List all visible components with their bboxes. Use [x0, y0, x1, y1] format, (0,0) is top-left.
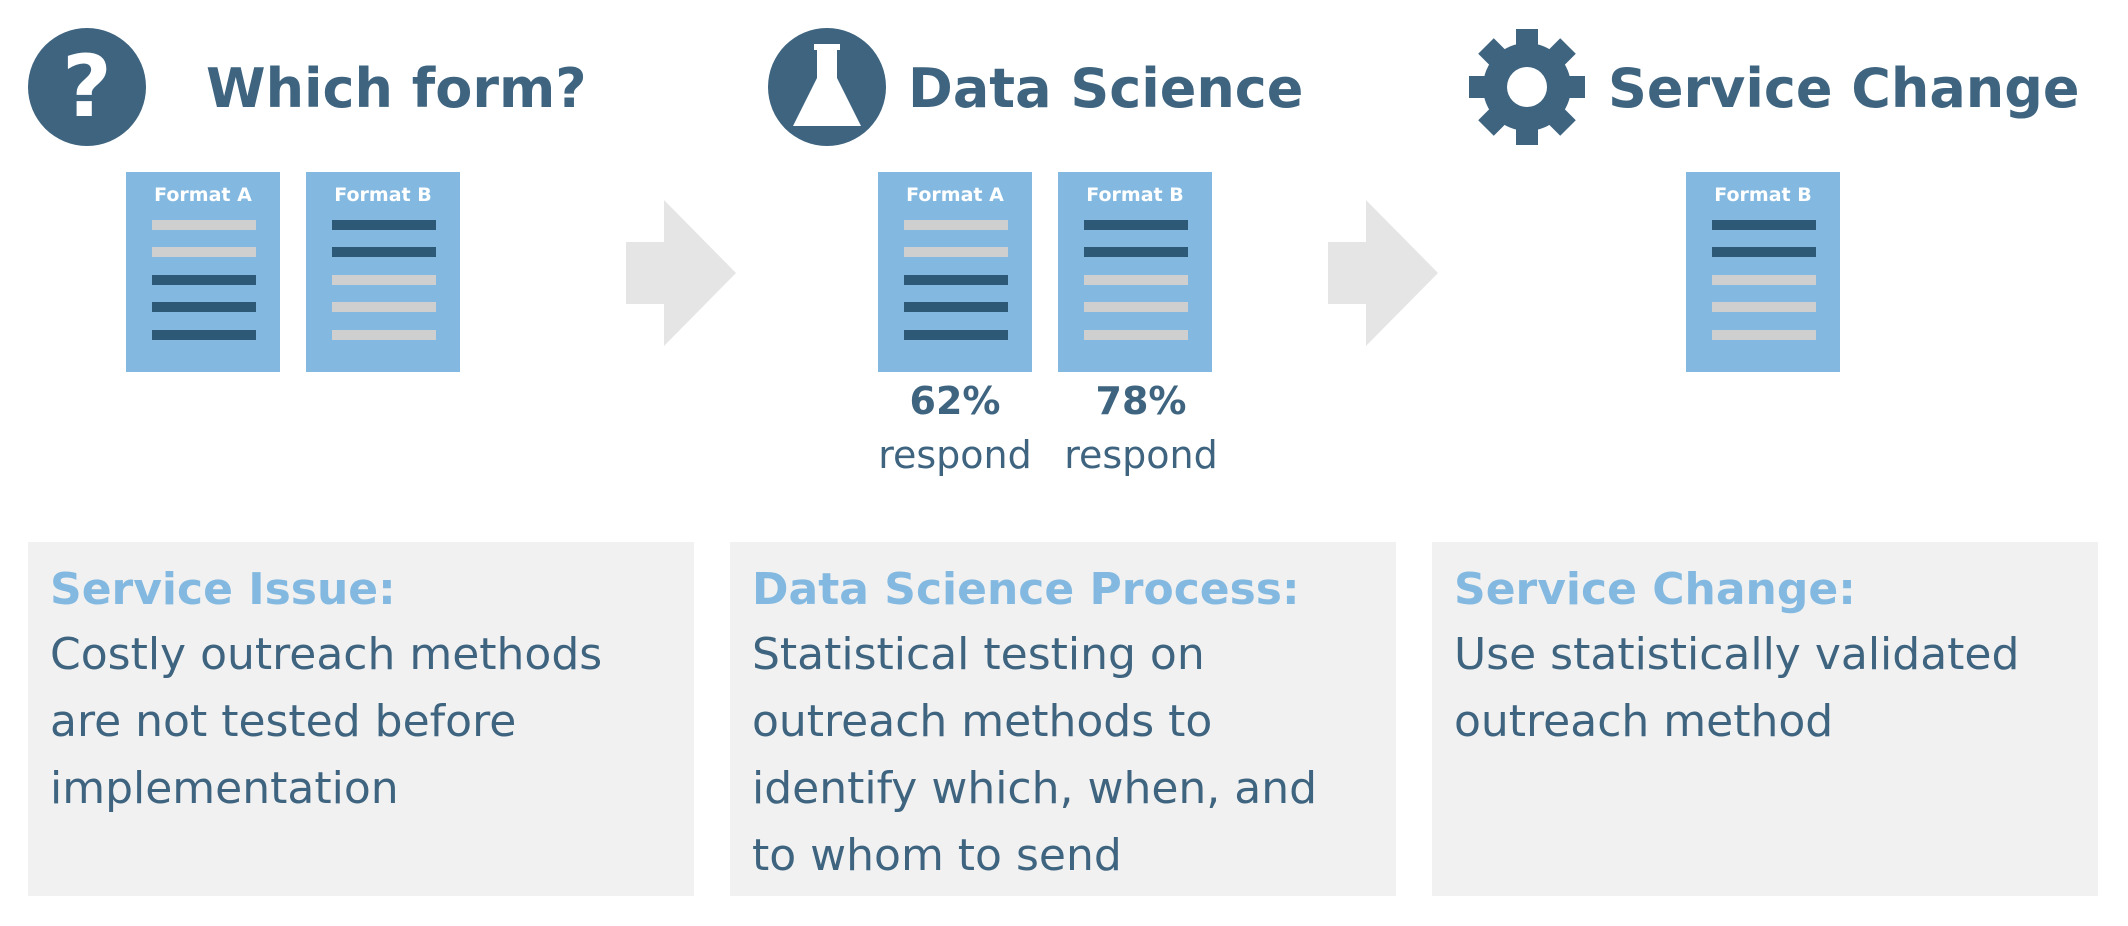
box-body-line: to whom to send: [752, 830, 1122, 881]
arrow-right-icon: [1328, 200, 1438, 346]
document-title: Format A: [154, 184, 252, 206]
box-body-line: Use statistically validated: [1454, 629, 2020, 680]
box-body: Costly outreach methods are not tested b…: [50, 621, 672, 822]
document-title: Format B: [1714, 184, 1812, 206]
document-title: Format A: [906, 184, 1004, 206]
gear-icon: [1468, 28, 1586, 146]
document-title: Format B: [334, 184, 432, 206]
box-heading: Data Science Process:: [752, 564, 1300, 615]
box-body-line: Statistical testing on: [752, 629, 1205, 680]
result-percent: 78%: [1095, 379, 1187, 423]
arrow-right-icon: [626, 200, 736, 346]
box-body-line: Costly outreach methods: [50, 629, 603, 680]
document-format-a: Format A: [126, 172, 280, 372]
flask-icon: [768, 28, 886, 146]
stage-title-which-form: Which form?: [206, 57, 587, 120]
box-body-line: identify which, when, and: [752, 763, 1318, 814]
question-icon: ?: [28, 28, 146, 146]
box-heading: Service Issue:: [50, 564, 396, 615]
document-format-b: Format B: [1686, 172, 1840, 372]
data-science-process-box: Data Science Process: Statistical testin…: [730, 542, 1396, 896]
result-format-a: 62% respond: [870, 382, 1040, 474]
service-change-box: Service Change: Use statistically valida…: [1432, 542, 2098, 896]
document-format-a: Format A: [878, 172, 1032, 372]
document-title: Format B: [1086, 184, 1184, 206]
box-body: Statistical testing on outreach methods …: [752, 621, 1374, 889]
box-body: Use statistically validated outreach met…: [1454, 621, 2076, 755]
stage-title-data-science: Data Science: [908, 57, 1304, 120]
box-body-line: implementation: [50, 763, 399, 814]
box-heading: Service Change:: [1454, 564, 1856, 615]
document-format-b: Format B: [1058, 172, 1212, 372]
result-label: respond: [878, 433, 1032, 477]
result-format-b: 78% respond: [1056, 382, 1226, 474]
result-label: respond: [1064, 433, 1218, 477]
box-body-line: are not tested before: [50, 696, 517, 747]
result-percent: 62%: [909, 379, 1001, 423]
document-format-b: Format B: [306, 172, 460, 372]
box-body-line: outreach method: [1454, 696, 1834, 747]
box-body-line: outreach methods to: [752, 696, 1213, 747]
stage-title-service-change: Service Change: [1608, 57, 2080, 120]
service-issue-box: Service Issue: Costly outreach methods a…: [28, 542, 694, 896]
svg-text:?: ?: [62, 37, 112, 137]
